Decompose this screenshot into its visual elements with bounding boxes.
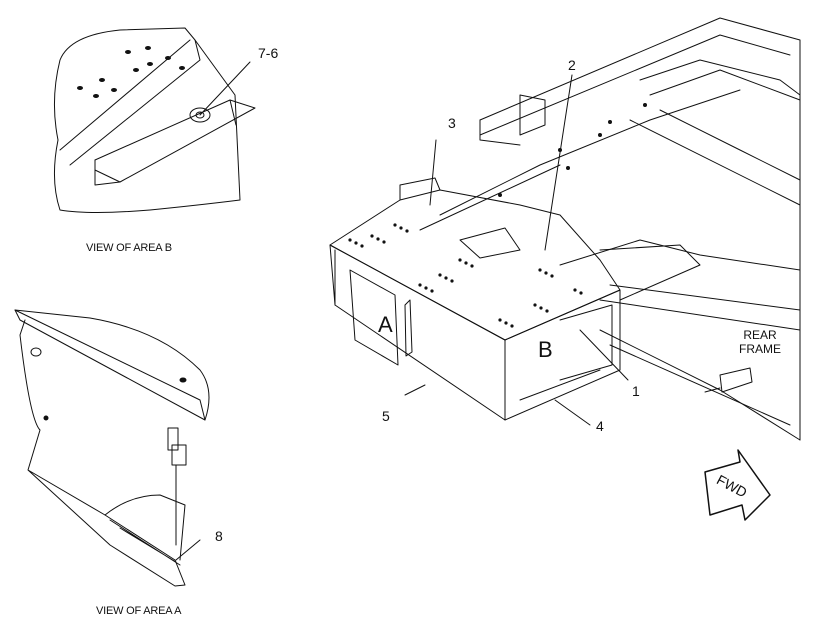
callout-5: 5 (382, 408, 390, 424)
callout-8: 8 (215, 528, 223, 544)
callout-7-6: 7-6 (258, 45, 279, 61)
rear-frame-line-2: FRAME (739, 342, 781, 356)
callout-4: 4 (596, 418, 604, 434)
caption-view-area-b: VIEW OF AREA B (86, 242, 172, 254)
view-area-a-detail (14, 309, 210, 587)
callout-3: 3 (448, 115, 456, 131)
caption-view-area-a: VIEW OF AREA A (96, 605, 182, 617)
view-area-b-detail (53, 27, 256, 213)
callout-1: 1 (632, 383, 640, 399)
fwd-arrow-shape (704, 449, 771, 521)
area-label-b: B (538, 337, 553, 362)
rear-frame-label: REAR FRAME (730, 328, 790, 356)
area-label-a: A (378, 312, 393, 337)
main-assembly (329, 17, 801, 521)
rear-frame-line-1: REAR (743, 328, 777, 342)
callout-2: 2 (568, 57, 576, 73)
